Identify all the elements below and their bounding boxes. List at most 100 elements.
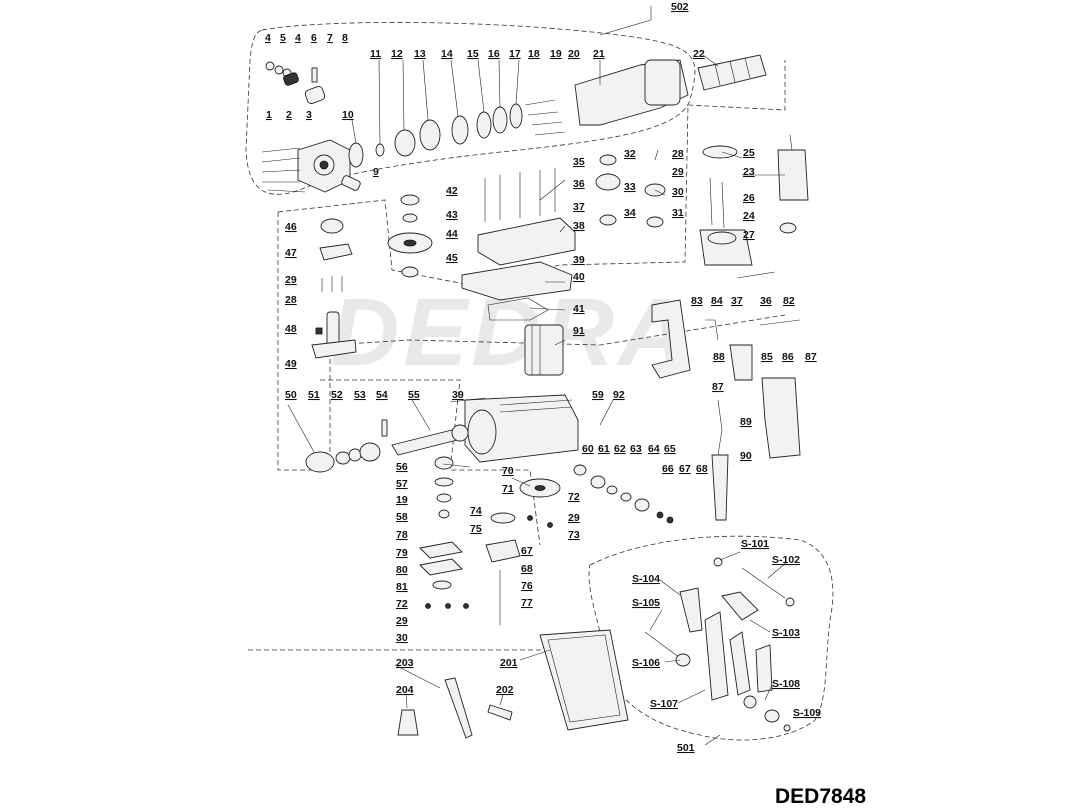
cylinder-parts <box>305 394 674 625</box>
label-74: 74 <box>470 505 482 517</box>
label-64: 64 <box>648 443 660 455</box>
label-12: 12 <box>391 48 403 60</box>
label-65: 65 <box>664 443 676 455</box>
label-S-101: S-101 <box>741 538 769 550</box>
label-2: 2 <box>286 109 292 121</box>
label-52: 52 <box>331 389 343 401</box>
label-54: 54 <box>376 389 388 401</box>
model-number: DED7848 <box>775 785 867 808</box>
label-19: 19 <box>396 494 408 506</box>
label-501: 501 <box>677 742 695 754</box>
label-44: 44 <box>446 228 458 240</box>
label-30: 30 <box>396 632 408 644</box>
label-59: 59 <box>592 389 604 401</box>
top-parts <box>261 54 767 193</box>
label-53: 53 <box>354 389 366 401</box>
label-19: 19 <box>550 48 562 60</box>
label-36: 36 <box>760 295 772 307</box>
label-S-108: S-108 <box>772 678 800 690</box>
label-S-107: S-107 <box>650 698 678 710</box>
label-61: 61 <box>598 443 610 455</box>
label-S-104: S-104 <box>632 573 660 585</box>
label-203: 203 <box>396 657 414 669</box>
label-30: 30 <box>672 186 684 198</box>
label-87: 87 <box>712 381 724 393</box>
label-91: 91 <box>573 325 585 337</box>
label-89: 89 <box>740 416 752 428</box>
label-3: 3 <box>306 109 312 121</box>
label-25: 25 <box>743 147 755 159</box>
part-labels: 502 22 4 5 4 6 7 8 11 12 13 14 15 16 17 … <box>265 1 821 754</box>
label-51: 51 <box>308 389 320 401</box>
label-11: 11 <box>370 48 381 60</box>
label-71: 71 <box>502 483 514 495</box>
label-45: 45 <box>446 252 458 264</box>
accessory-parts <box>397 629 629 739</box>
label-10: 10 <box>342 109 354 121</box>
label-41: 41 <box>573 303 585 315</box>
label-55: 55 <box>408 389 420 401</box>
label-17: 17 <box>509 48 521 60</box>
label-38: 38 <box>573 220 585 232</box>
label-29: 29 <box>672 166 684 178</box>
label-73: 73 <box>568 529 580 541</box>
label-18: 18 <box>528 48 540 60</box>
label-22: 22 <box>693 48 705 60</box>
label-24: 24 <box>743 210 755 222</box>
label-35: 35 <box>573 156 585 168</box>
label-75: 75 <box>470 523 482 535</box>
label-1: 1 <box>266 109 272 121</box>
label-43: 43 <box>446 209 458 221</box>
label-16: 16 <box>488 48 500 60</box>
label-29: 29 <box>568 512 580 524</box>
label-202: 202 <box>496 684 514 696</box>
label-80: 80 <box>396 564 408 576</box>
label-77: 77 <box>521 597 533 609</box>
label-5: 5 <box>280 32 286 44</box>
label-26: 26 <box>743 192 755 204</box>
label-204: 204 <box>396 684 414 696</box>
handle-parts <box>651 271 801 521</box>
label-21: 21 <box>593 48 605 60</box>
label-58: 58 <box>396 511 408 523</box>
gearbox-parts <box>387 134 809 376</box>
label-46: 46 <box>285 221 297 233</box>
label-15: 15 <box>467 48 479 60</box>
label-9: 9 <box>373 166 379 178</box>
label-86: 86 <box>782 351 794 363</box>
label-29: 29 <box>396 615 408 627</box>
label-90: 90 <box>740 450 752 462</box>
label-S-106: S-106 <box>632 657 660 669</box>
label-502: 502 <box>671 1 689 13</box>
label-6: 6 <box>311 32 317 44</box>
label-47: 47 <box>285 247 297 259</box>
label-85: 85 <box>761 351 773 363</box>
label-201: 201 <box>500 657 518 669</box>
label-33: 33 <box>624 181 636 193</box>
label-37: 37 <box>731 295 743 307</box>
label-83: 83 <box>691 295 703 307</box>
label-34: 34 <box>624 207 636 219</box>
label-67: 67 <box>679 463 691 475</box>
label-29: 29 <box>285 274 297 286</box>
label-S-105: S-105 <box>632 597 660 609</box>
label-72: 72 <box>396 598 408 610</box>
label-84: 84 <box>711 295 723 307</box>
label-37: 37 <box>573 201 585 213</box>
label-62: 62 <box>614 443 626 455</box>
label-68: 68 <box>696 463 708 475</box>
label-36: 36 <box>573 178 585 190</box>
label-27: 27 <box>743 229 755 241</box>
label-68: 68 <box>521 563 533 575</box>
label-67: 67 <box>521 545 533 557</box>
left-column-parts <box>311 218 357 359</box>
label-76: 76 <box>521 580 533 592</box>
label-72: 72 <box>568 491 580 503</box>
label-42: 42 <box>446 185 458 197</box>
label-8: 8 <box>342 32 348 44</box>
label-39: 39 <box>573 254 585 266</box>
label-14: 14 <box>441 48 453 60</box>
label-4: 4 <box>295 32 301 44</box>
label-39: 39 <box>452 389 464 401</box>
